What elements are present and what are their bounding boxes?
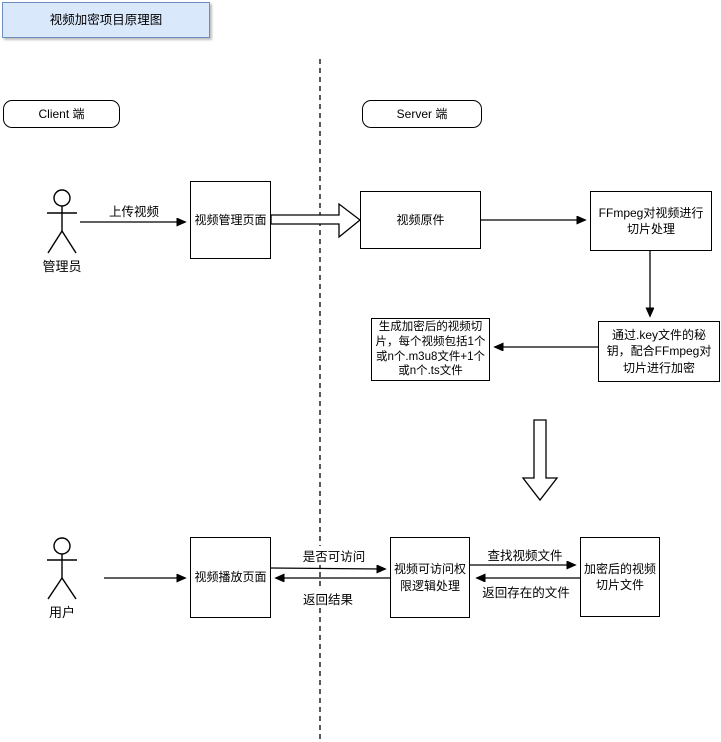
node-video-play-page: 视频播放页面 — [190, 537, 271, 618]
admin-actor-icon — [47, 189, 77, 254]
diagram-title: 视频加密项目原理图 — [2, 2, 210, 38]
upload-video-edge-label: 上传视频 — [106, 201, 162, 220]
node-access-logic: 视频可访问权限逻辑处理 — [390, 537, 470, 618]
server-flow-down-block-arrow — [521, 419, 559, 502]
admin-actor-label: 管理员 — [40, 256, 84, 275]
server-lane-label: Server 端 — [362, 100, 482, 128]
can-access-arrow — [270, 568, 385, 569]
user-actor-label: 用户 — [46, 602, 78, 621]
node-key-encrypt: 通过.key文件的秘钥，配合FFmpeg对切片进行加密 — [598, 321, 720, 382]
node-encrypted-slices-gen: 生成加密后的视频切片，每个视频包括1个或n个.m3u8文件+1个或n个.ts文件 — [371, 318, 490, 381]
find-video-edge-label: 查找视频文件 — [485, 545, 565, 564]
can-access-edge-label: 是否可访问 — [300, 546, 368, 565]
return-existing-edge-label: 返回存在的文件 — [480, 582, 572, 601]
node-video-original: 视频原件 — [360, 191, 481, 249]
client-lane-label: Client 端 — [3, 100, 120, 128]
node-video-manage-page: 视频管理页面 — [190, 181, 271, 259]
manage-to-original-block-arrow — [270, 202, 362, 239]
user-actor-icon — [47, 537, 77, 600]
node-ffmpeg-slice: FFmpeg对视频进行切片处理 — [590, 191, 712, 251]
node-encrypted-files: 加密后的视频切片文件 — [580, 537, 660, 617]
return-result-edge-label: 返回结果 — [300, 589, 356, 608]
